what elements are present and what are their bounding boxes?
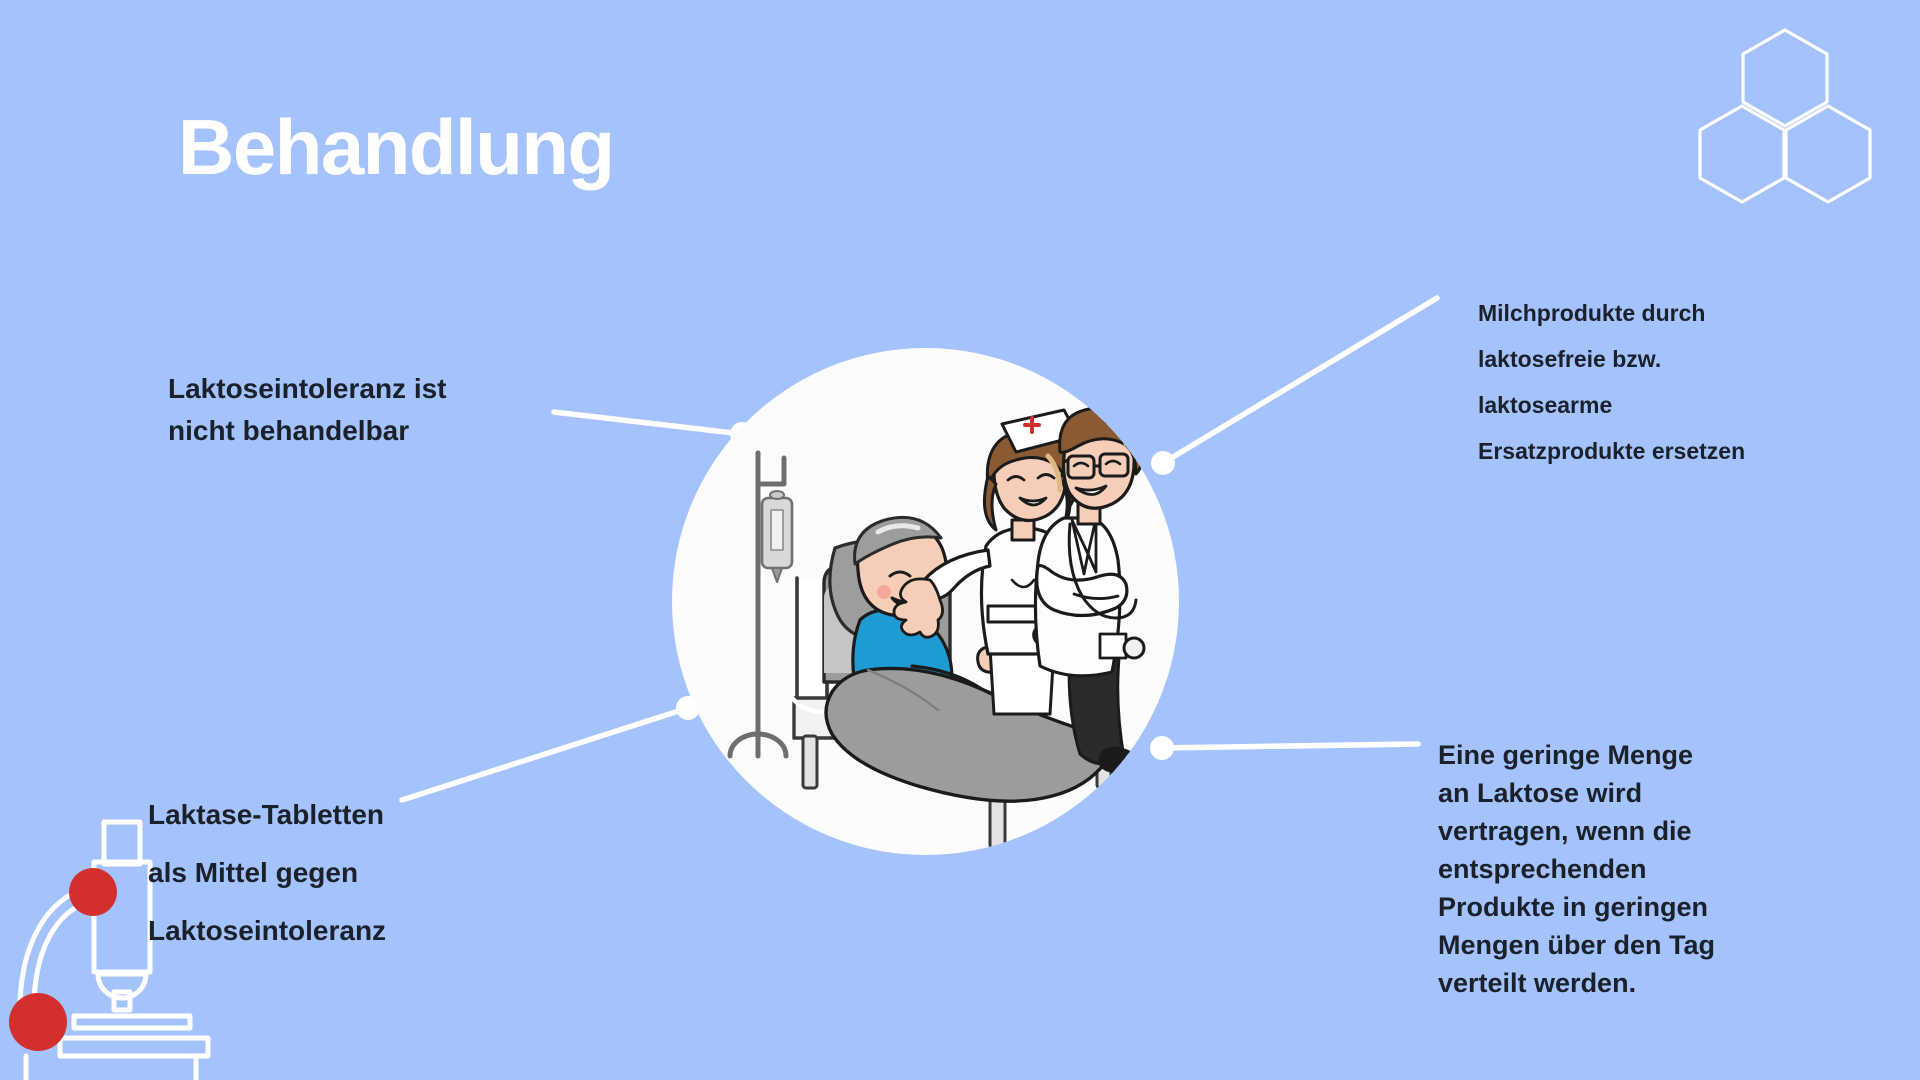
microscope-knob-lower: [9, 993, 67, 1051]
iv-drip-stand: [727, 450, 789, 759]
callout-small-amounts: Eine geringe Menge an Laktose wird vertr…: [1438, 736, 1715, 1002]
callout-replace-dairy: Milchprodukte durch laktosefreie bzw. la…: [1478, 290, 1745, 474]
callout-tablets-line-1: Laktase-Tabletten: [148, 799, 384, 830]
doctor: [1033, 406, 1146, 774]
callout-small-amounts-line-1: Eine geringe Menge: [1438, 740, 1694, 770]
callout-tablets-line-2: als Mittel gegen: [148, 857, 359, 888]
callout-small-amounts-line-3: vertragen, wenn die: [1438, 816, 1692, 846]
callout-replace-line-4: Ersatzprodukte ersetzen: [1478, 438, 1746, 464]
callout-replace-line-1: Milchprodukte durch: [1478, 300, 1706, 326]
callout-small-amounts-line-7: verteilt werden.: [1438, 968, 1637, 998]
callout-small-amounts-line-4: entsprechenden: [1438, 854, 1647, 884]
microscope-knob-upper: [69, 868, 117, 916]
callout-untreatable-line-1: Laktoseintoleranz ist: [168, 373, 447, 404]
iv-bag: [760, 490, 794, 583]
callout-small-amounts-line-2: an Laktose wird: [1438, 778, 1643, 808]
callout-tablets-line-3: Laktoseintoleranz: [148, 915, 387, 946]
callout-replace-line-2: laktosefreie bzw.: [1478, 346, 1662, 372]
hospital-patient-illustration: [672, 348, 1179, 855]
callout-small-amounts-line-6: Mengen über den Tag: [1438, 930, 1716, 960]
callout-untreatable-line-2: nicht behandelbar: [168, 415, 410, 446]
callout-small-amounts-line-5: Produkte in geringen: [1438, 892, 1709, 922]
page-title: Behandlung: [178, 103, 615, 191]
callout-lactase-tablets: Laktase-Tabletten als Mittel gegen Lakto…: [148, 786, 386, 960]
callout-untreatable: Laktoseintoleranz ist nicht behandelbar: [168, 368, 447, 452]
callout-replace-line-3: laktosearme: [1478, 392, 1613, 418]
hexagon-cluster-icon: [1670, 18, 1900, 208]
